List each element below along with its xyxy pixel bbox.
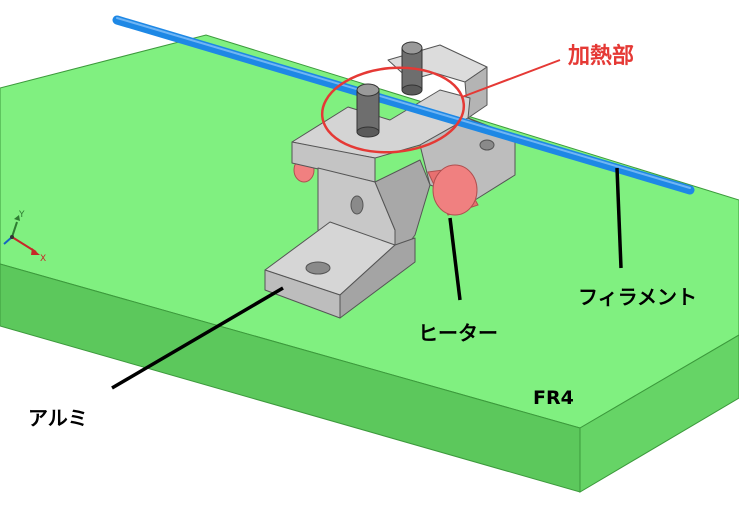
heater-leader-line <box>448 217 462 301</box>
heater-right-end <box>432 164 478 216</box>
aluminum-foot-hole <box>305 261 331 275</box>
y-axis-label: Y <box>18 210 25 220</box>
filament-highlight <box>116 17 691 189</box>
filament-body <box>112 15 695 195</box>
x-axis-label: X <box>40 254 46 264</box>
heating-leader-line <box>461 59 561 98</box>
pin-front <box>356 83 380 138</box>
aluminum-column-hole <box>350 195 364 215</box>
filament-rod <box>112 15 695 195</box>
x-axis-arrow <box>31 248 40 255</box>
heater-label: ヒーター <box>418 321 498 345</box>
aluminum-label: アルミ <box>28 406 88 430</box>
y-axis-line <box>11 221 18 238</box>
aluminum-right-hole <box>479 139 495 151</box>
y-axis-arrow <box>14 215 20 221</box>
heater-right <box>427 164 479 216</box>
aluminum-column-side <box>374 159 431 263</box>
board-right-face <box>579 334 739 493</box>
heating-label: 加熱部 <box>567 43 634 69</box>
filament-leader-line <box>615 167 623 269</box>
triad-origin <box>10 235 14 239</box>
aluminum-foot-side <box>339 237 416 319</box>
filament-label: フィラメント <box>578 285 697 309</box>
fr4-label: FR4 <box>533 387 574 409</box>
aluminum-leader-line <box>111 286 284 390</box>
axis-triad: Y X <box>3 210 46 264</box>
heating-zone-highlight <box>320 66 466 154</box>
